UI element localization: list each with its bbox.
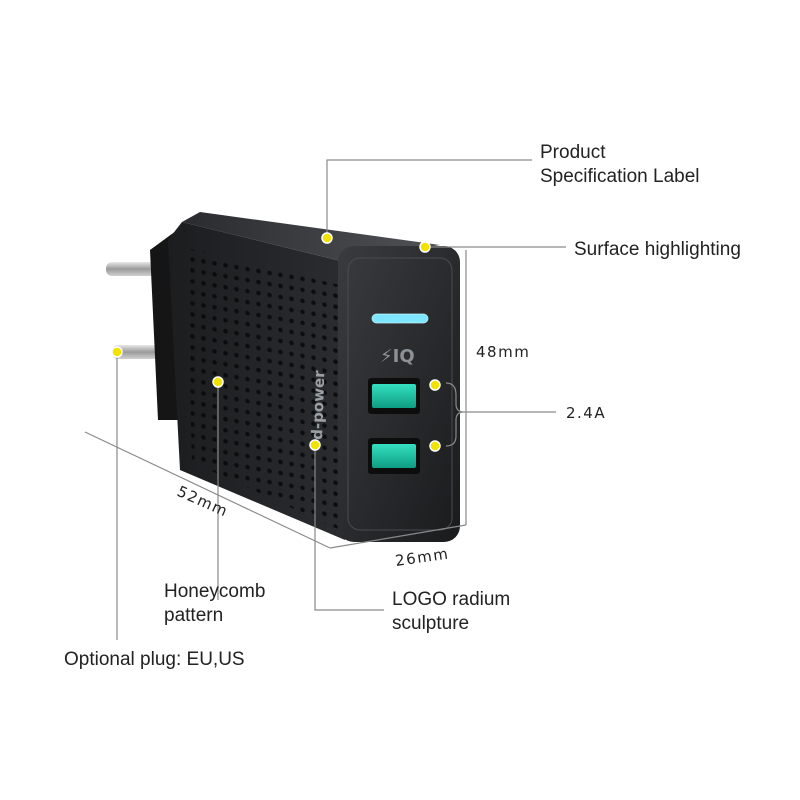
marker-usb-2	[429, 440, 441, 452]
product-label-leader	[326, 159, 532, 238]
plug-pins	[106, 262, 162, 359]
indicator-light	[372, 314, 428, 323]
usb-port-1-insert	[372, 384, 416, 408]
front-bezel	[347, 257, 453, 531]
length-dim-line	[84, 431, 331, 549]
label-product-1: Product	[540, 142, 606, 163]
leader-lines	[116, 159, 566, 640]
port-badge: ⚡IQ	[380, 346, 415, 367]
label-logo-1: LOGO radium	[392, 589, 510, 610]
charger-body: ⚡IQ d-power	[168, 212, 460, 542]
label-honeycomb-1: Honeycomb	[164, 581, 265, 602]
marker-honeycomb	[212, 376, 224, 388]
label-honeycomb-2: pattern	[164, 605, 223, 626]
dim-width: 26mm	[394, 545, 450, 570]
label-product-2: Specification Label	[540, 166, 700, 187]
dim-height: 48mm	[476, 343, 530, 361]
marker-logo	[309, 439, 321, 451]
logo-leader	[314, 445, 384, 611]
brand-logo: d-power	[308, 370, 328, 441]
label-current: 2.4A	[566, 404, 606, 422]
label-logo-2: sculpture	[392, 613, 469, 634]
label-plug: Optional plug: EU,US	[64, 649, 245, 670]
plug-pin-top	[106, 262, 158, 276]
marker-surface	[419, 241, 431, 253]
marker-usb-1	[429, 379, 441, 391]
markers	[111, 232, 441, 452]
honeycomb-holes	[186, 248, 340, 530]
marker-product-label	[321, 232, 333, 244]
width-dim-line	[329, 524, 467, 549]
dimension-lines	[84, 250, 556, 549]
marker-plug	[111, 346, 123, 358]
label-surface: Surface highlighting	[574, 239, 741, 260]
plug-pin-bottom	[112, 345, 162, 359]
usb-port-2-insert	[372, 444, 416, 468]
